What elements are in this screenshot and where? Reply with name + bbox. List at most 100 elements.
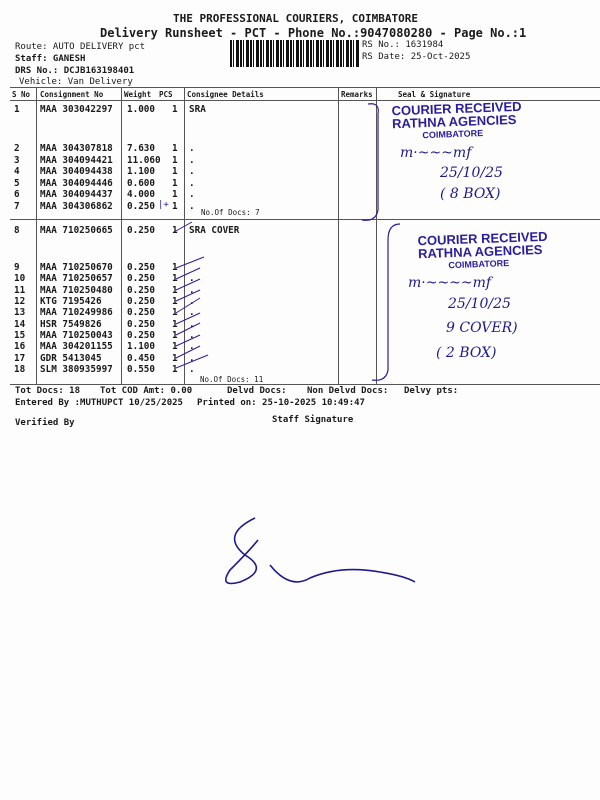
received-stamp-2: COURIER RECEIVED RATHNA AGENCIES COIMBAT… bbox=[417, 229, 548, 274]
col-weight: Weight bbox=[124, 90, 152, 99]
pieces: 1 bbox=[172, 166, 178, 177]
pieces: 1 bbox=[172, 341, 178, 352]
weight: 0.250 bbox=[127, 285, 155, 296]
serial-number: 11 bbox=[14, 285, 26, 296]
entered-by: Entered By :MUTHUPCT 10/25/2025 bbox=[15, 398, 183, 408]
pieces: 1 bbox=[172, 353, 178, 364]
group2-doc-count: No.Of Docs: 11 bbox=[200, 375, 264, 384]
serial-number: 7 bbox=[14, 201, 20, 212]
consignment-number: MAA 304307818 bbox=[40, 143, 113, 154]
pieces: 1 bbox=[172, 189, 178, 200]
serial-number: 10 bbox=[14, 273, 26, 284]
serial-number: 1 bbox=[14, 104, 20, 115]
printed-on: Printed on: 25-10-2025 10:49:47 bbox=[197, 398, 365, 408]
handwritten-signature-1: m·~~~mf bbox=[400, 145, 472, 161]
consignment-number: HSR 7549826 bbox=[40, 319, 102, 330]
col-sno: S No bbox=[12, 90, 31, 99]
pieces: 1 bbox=[172, 225, 178, 236]
pieces: 1 bbox=[172, 285, 178, 296]
delivered-docs: Delvd Docs: bbox=[227, 386, 287, 396]
serial-number: 13 bbox=[14, 307, 26, 318]
consignment-number: MAA 304201155 bbox=[40, 341, 113, 352]
handwritten-note-2: 9 COVER) bbox=[446, 320, 518, 336]
handwritten-date-2: 25/10/25 bbox=[448, 296, 511, 312]
consignment-number: GDR 5413045 bbox=[40, 353, 102, 364]
weight: 0.250 bbox=[127, 225, 155, 236]
header-rule bbox=[10, 100, 600, 101]
consignee-details: . bbox=[189, 341, 195, 352]
total-cod-amount: Tot COD Amt: 0.00 bbox=[100, 386, 193, 396]
consignee-details: . bbox=[189, 155, 195, 166]
staff-signature bbox=[224, 517, 416, 585]
consignee-details: SRA COVER bbox=[189, 225, 240, 236]
consignment-number: MAA 304094438 bbox=[40, 166, 113, 177]
pieces: 1 bbox=[172, 155, 178, 166]
pieces: 1 bbox=[172, 273, 178, 284]
weight: 0.250 bbox=[127, 262, 155, 273]
check-marks bbox=[173, 221, 209, 369]
rs-no: RS No.: 1631984 bbox=[362, 40, 444, 50]
pieces: 1 bbox=[172, 364, 178, 375]
weight: 0.600 bbox=[127, 178, 155, 189]
col-remarks: Remarks bbox=[341, 90, 373, 99]
consignment-number: MAA 304306862 bbox=[40, 201, 113, 212]
consignee-details: . bbox=[189, 201, 195, 212]
company-name: THE PROFESSIONAL COURIERS, COIMBATORE bbox=[173, 12, 419, 25]
col-consignment: Consignment No bbox=[40, 90, 104, 99]
serial-number: 6 bbox=[14, 189, 20, 200]
weight: 0.250 bbox=[127, 296, 155, 307]
serial-number: 15 bbox=[14, 330, 26, 341]
staff-signature-label: Staff Signature bbox=[272, 415, 354, 425]
pieces: 1 bbox=[172, 296, 178, 307]
consignment-number: MAA 710250043 bbox=[40, 330, 113, 341]
serial-number: 16 bbox=[14, 341, 26, 352]
col-divider bbox=[184, 87, 185, 384]
col-divider bbox=[121, 87, 122, 384]
pieces: 1 bbox=[172, 201, 178, 212]
consignment-number: MAA 710250665 bbox=[40, 225, 113, 236]
pieces: 1 bbox=[172, 104, 178, 115]
pieces: 1 bbox=[172, 307, 178, 318]
col-divider bbox=[376, 87, 377, 384]
total-docs: Tot Docs: 18 bbox=[15, 386, 81, 396]
table-top-rule bbox=[10, 87, 600, 88]
serial-number: 8 bbox=[14, 225, 20, 236]
serial-number: 9 bbox=[14, 262, 20, 273]
serial-number: 2 bbox=[14, 143, 20, 154]
verified-by: Verified By bbox=[15, 418, 75, 428]
weight: 0.450 bbox=[127, 353, 155, 364]
weight: 0.250 bbox=[127, 307, 155, 318]
pieces: 1 bbox=[172, 262, 178, 273]
col-pcs: PCS bbox=[159, 90, 173, 99]
rs-date: RS Date: 25-Oct-2025 bbox=[362, 52, 471, 62]
delivery-points: Delvy pts: bbox=[404, 386, 459, 396]
serial-number: 5 bbox=[14, 178, 20, 189]
handwritten-note-1: ( 8 BOX) bbox=[440, 186, 501, 202]
handwritten-pcs-mark: |+ bbox=[158, 200, 169, 210]
weight: 1.000 bbox=[127, 104, 155, 115]
non-delivered-docs: Non Delvd Docs: bbox=[307, 386, 389, 396]
handwritten-signature-2: m·~~~~mf bbox=[408, 275, 492, 291]
serial-number: 12 bbox=[14, 296, 26, 307]
consignee-details: . bbox=[189, 319, 195, 330]
consignment-number: MAA 304094446 bbox=[40, 178, 113, 189]
serial-number: 3 bbox=[14, 155, 20, 166]
consignment-number: MAA 303042297 bbox=[40, 104, 113, 115]
consignee-details: . bbox=[189, 307, 195, 318]
consignee-details: . bbox=[189, 296, 195, 307]
handwritten-note-3: ( 2 BOX) bbox=[436, 345, 497, 361]
pieces: 1 bbox=[172, 143, 178, 154]
consignee-details: . bbox=[189, 166, 195, 177]
consignee-details: . bbox=[189, 285, 195, 296]
col-divider bbox=[338, 87, 339, 384]
consignee-details: . bbox=[189, 273, 195, 284]
consignee-details: SRA bbox=[189, 104, 206, 115]
consignment-number: MAA 710249986 bbox=[40, 307, 113, 318]
stamp-line: COIMBATORE bbox=[422, 128, 484, 141]
group-separator bbox=[10, 219, 600, 220]
weight: 0.250 bbox=[127, 319, 155, 330]
drs-no: DRS No.: DCJB163198401 bbox=[15, 66, 135, 76]
serial-number: 14 bbox=[14, 319, 26, 330]
runsheet-title: Delivery Runsheet - PCT - Phone No.:9047… bbox=[100, 26, 527, 40]
consignee-details: . bbox=[189, 143, 195, 154]
